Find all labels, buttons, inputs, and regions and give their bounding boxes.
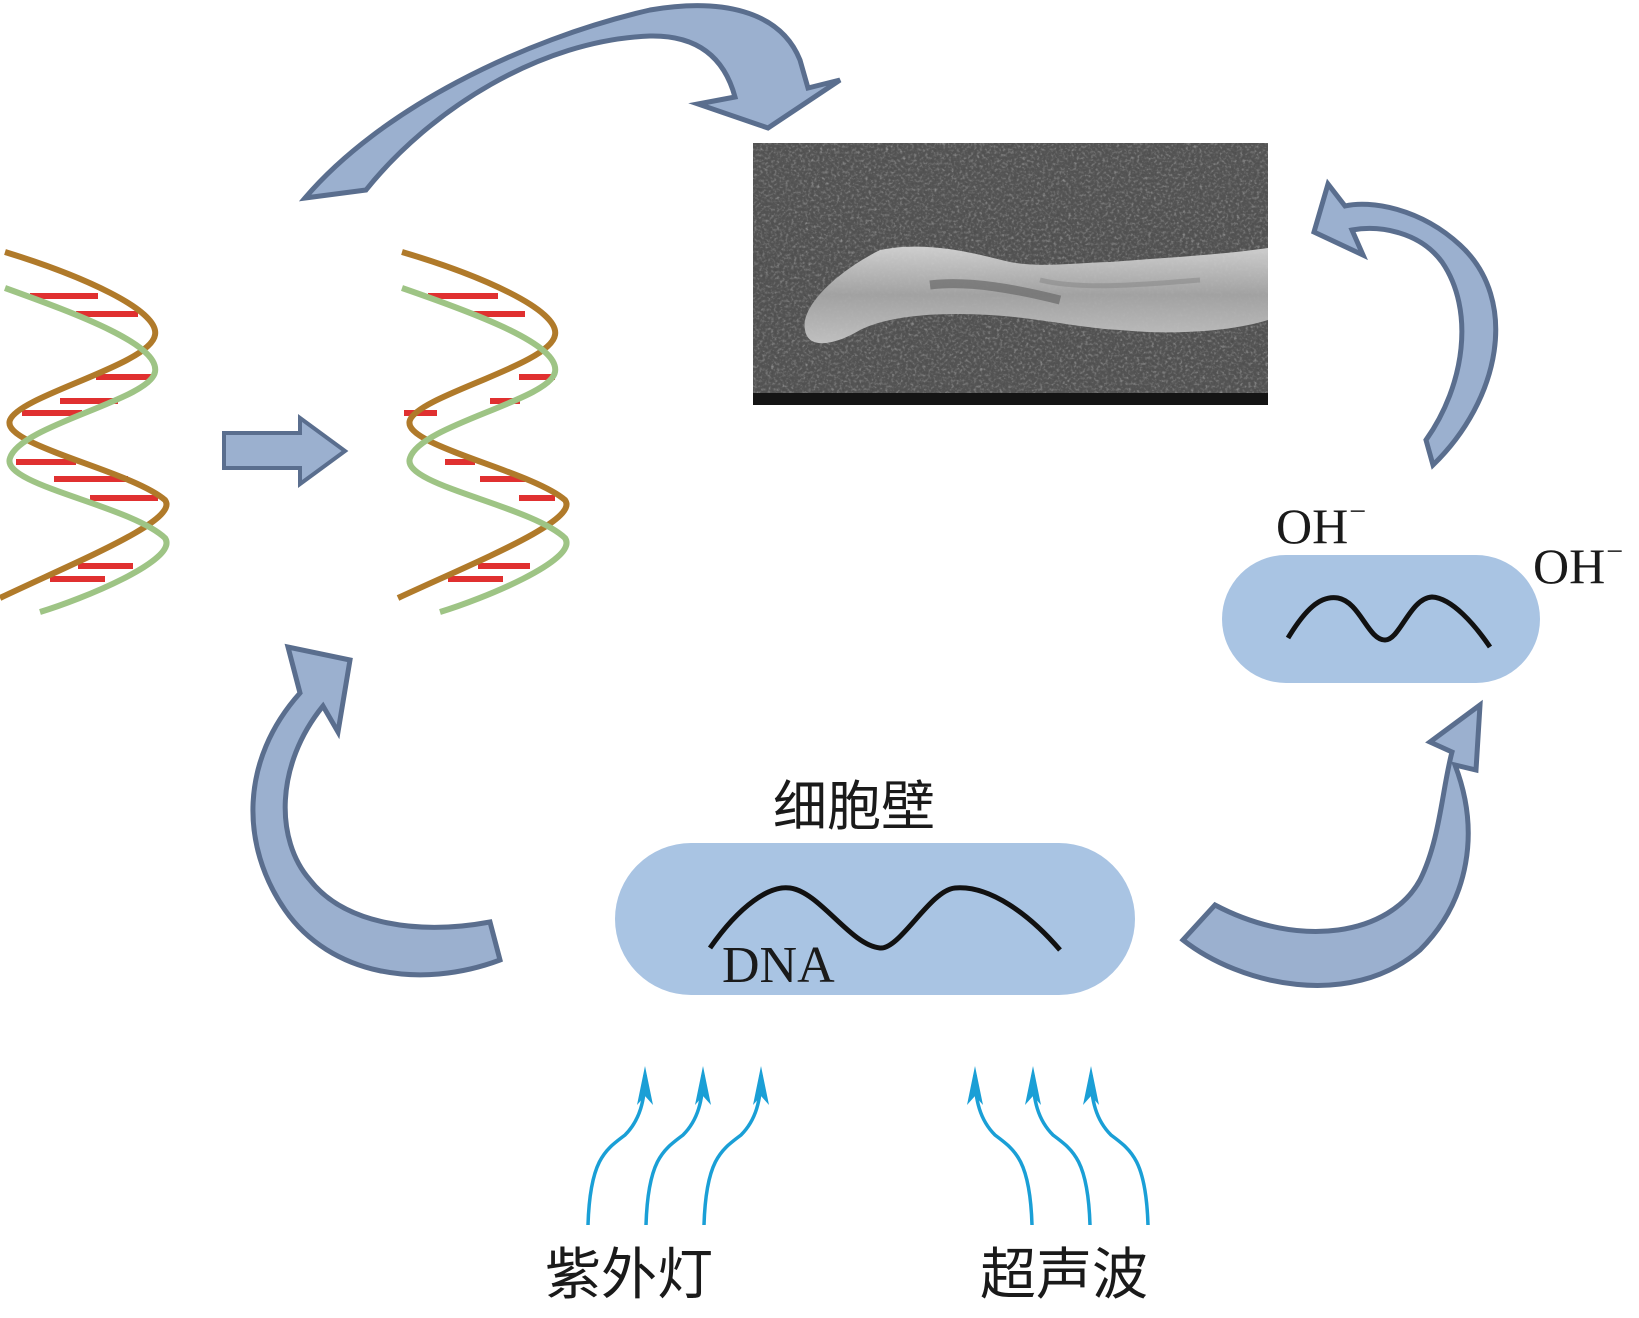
uv-ray-1 [586,1074,647,1226]
arrowhead-icon [695,1066,711,1105]
hydroxide-formula: OH [1533,538,1606,594]
uv-ray-heads [637,1066,769,1105]
straight-arrow [222,414,349,488]
curved-arrow-left [250,643,503,978]
oh-cell-dna-strand [1285,594,1493,649]
sem-micrograph [753,143,1268,405]
cell-wall-label: 细胞壁 [773,775,935,838]
uv-ray-2 [644,1074,705,1226]
arrowhead-icon [967,1066,983,1105]
cell-wall-body [615,843,1135,995]
hydroxide-charge: − [1606,535,1624,568]
dna-strand [707,885,1062,952]
arrowhead-icon [753,1066,769,1105]
hydroxide-label-1: OH− [1276,495,1367,554]
oh-cell-body [1222,555,1540,683]
bacterial-cell [615,843,1135,995]
curved-arrow-top [298,3,842,202]
dna-label: DNA [722,937,835,994]
uv-lamp-label: 紫外灯 [545,1243,713,1308]
uv-rays [586,1074,763,1226]
arrowhead-icon [637,1066,653,1105]
oh-cell [1222,555,1540,683]
dna-helix-damaged [396,249,570,615]
ultrasound-wave-1 [973,1074,1034,1226]
curved-arrow-right [1179,699,1483,988]
uv-ray-3 [702,1074,763,1226]
hydroxide-formula: OH [1276,498,1349,554]
ultrasound-wave-heads [967,1066,1099,1105]
ultrasound-wave-2 [1031,1074,1092,1226]
dna-helix-intact [0,249,170,615]
ultrasound-label: 超声波 [980,1243,1148,1308]
ultrasound-waves [973,1074,1150,1226]
hydroxide-label-2: OH− [1533,535,1624,594]
ultrasound-wave-3 [1089,1074,1150,1226]
arrowhead-icon [1083,1066,1099,1105]
hydroxide-charge: − [1349,495,1367,528]
arrowhead-icon [1025,1066,1041,1105]
curved-arrow-upper-right [1311,178,1499,470]
